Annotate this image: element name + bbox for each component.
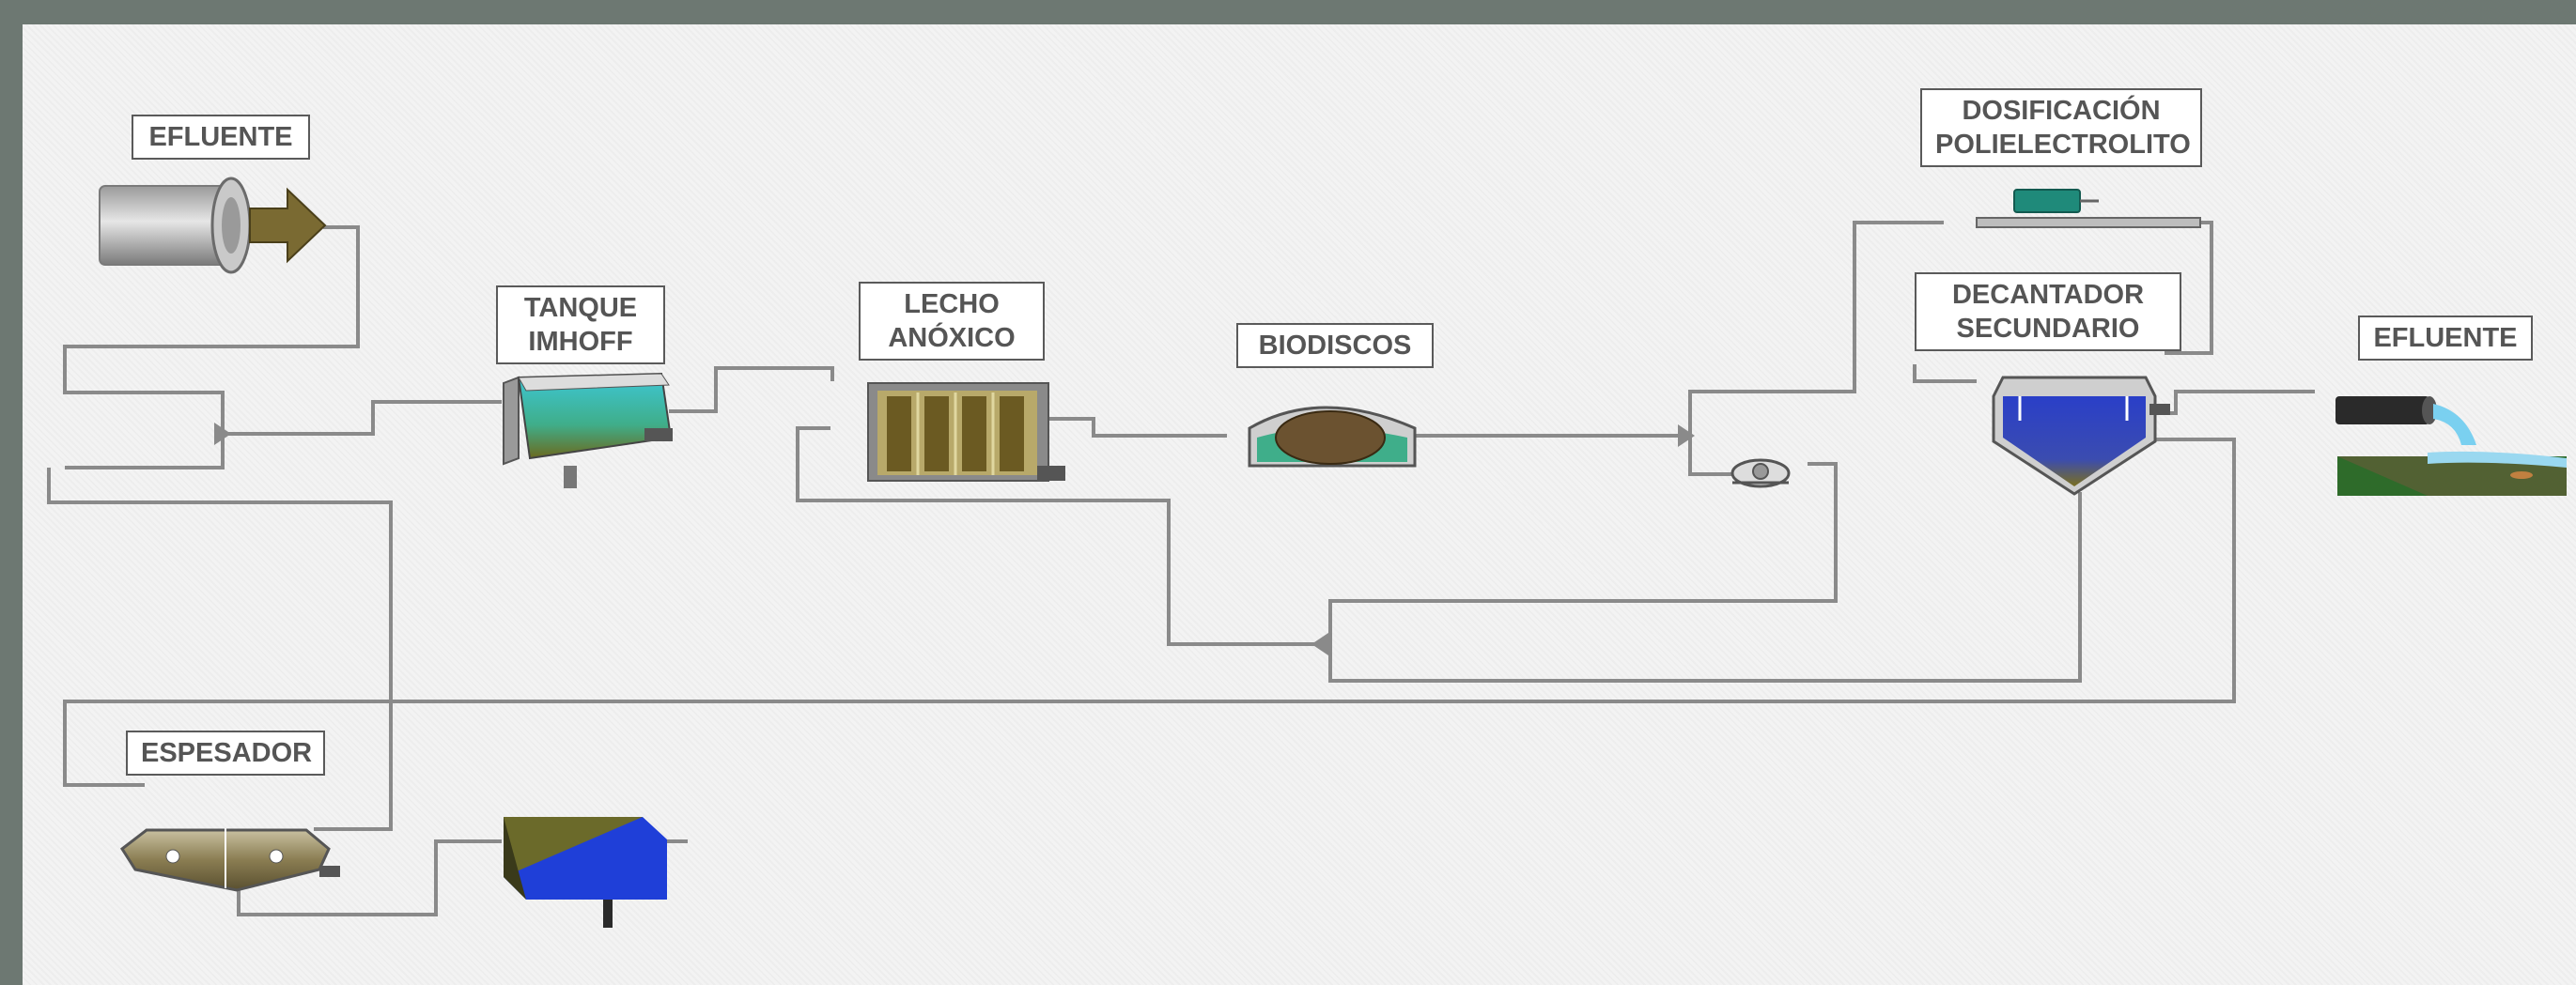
pipe-network bbox=[47, 221, 2315, 916]
label-tanque-imhoff: TANQUE IMHOFF bbox=[496, 285, 665, 364]
junction-icon bbox=[1678, 424, 1695, 447]
junction-icon bbox=[214, 423, 231, 445]
process-flow-diagram bbox=[47, 177, 2567, 928]
secondary-clarifier-icon bbox=[1992, 376, 2170, 496]
anoxic-bed-icon bbox=[867, 382, 1065, 482]
inlet-pipe bbox=[99, 177, 327, 274]
pump-icon bbox=[1730, 458, 1791, 488]
label-efluente-inlet: EFLUENTE bbox=[132, 115, 310, 160]
label-biodiscos: BIODISCOS bbox=[1236, 323, 1434, 368]
dewatering-unit-icon bbox=[504, 817, 667, 928]
thickener-icon bbox=[119, 828, 340, 892]
label-efluente-outlet: EFLUENTE bbox=[2358, 316, 2533, 361]
label-decantador-secundario: DECANTADOR SECUNDARIO bbox=[1915, 272, 2181, 351]
label-espesador: ESPESADOR bbox=[126, 731, 325, 776]
label-lecho-anoxico: LECHO ANÓXICO bbox=[859, 282, 1045, 361]
junction-icon bbox=[1311, 633, 1328, 655]
diagram-canvas: EFLUENTE TANQUE IMHOFF LECHO ANÓXICO BIO… bbox=[23, 24, 2576, 985]
biodiscs-icon bbox=[1248, 406, 1417, 468]
label-dosificacion-polielectrolito: DOSIFICACIÓN POLIELECTROLITO bbox=[1920, 88, 2202, 167]
dosing-unit-icon bbox=[1976, 189, 2201, 228]
flow-arrow-icon bbox=[249, 187, 327, 264]
outlet-discharge-icon bbox=[2335, 396, 2567, 496]
imhoff-tank-icon bbox=[503, 372, 673, 488]
